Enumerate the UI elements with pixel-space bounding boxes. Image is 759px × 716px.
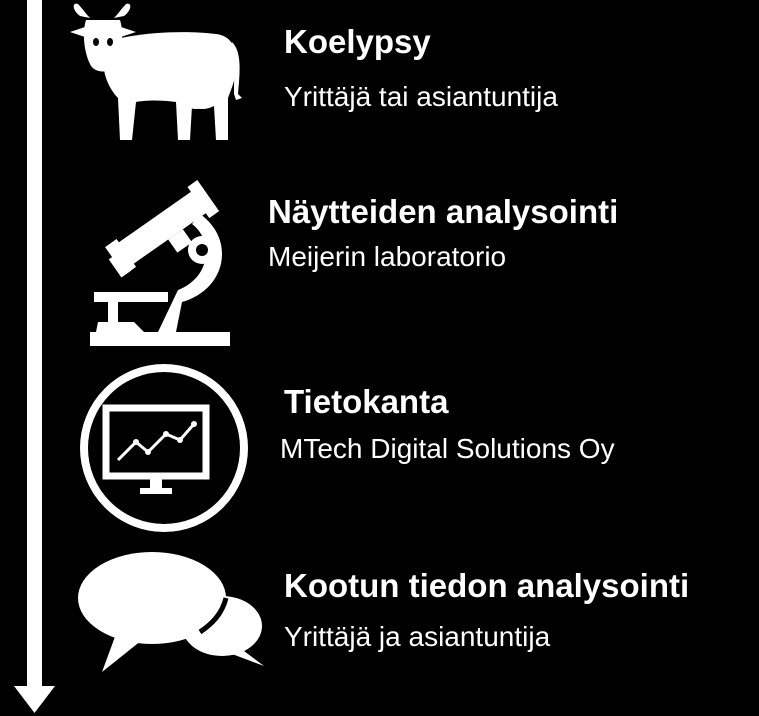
- step-subtitle: Meijerin laboratorio: [268, 241, 507, 272]
- step-title: Kootun tiedon analysointi: [284, 567, 690, 604]
- step-title: Näytteiden analysointi: [268, 193, 619, 230]
- step-title: Koelypsy: [284, 23, 431, 60]
- microscope-icon: [90, 180, 230, 346]
- arrow-down-icon: [14, 0, 55, 713]
- step-subtitle: Yrittäjä tai asiantuntija: [284, 81, 558, 112]
- step-title: Tietokanta: [284, 383, 449, 420]
- speech-bubbles-icon: [78, 552, 264, 672]
- step-subtitle: MTech Digital Solutions Oy: [280, 433, 615, 464]
- monitor-chart-icon: [80, 364, 248, 532]
- cow-icon: [70, 3, 242, 140]
- step-subtitle: Yrittäjä ja asiantuntija: [284, 621, 551, 652]
